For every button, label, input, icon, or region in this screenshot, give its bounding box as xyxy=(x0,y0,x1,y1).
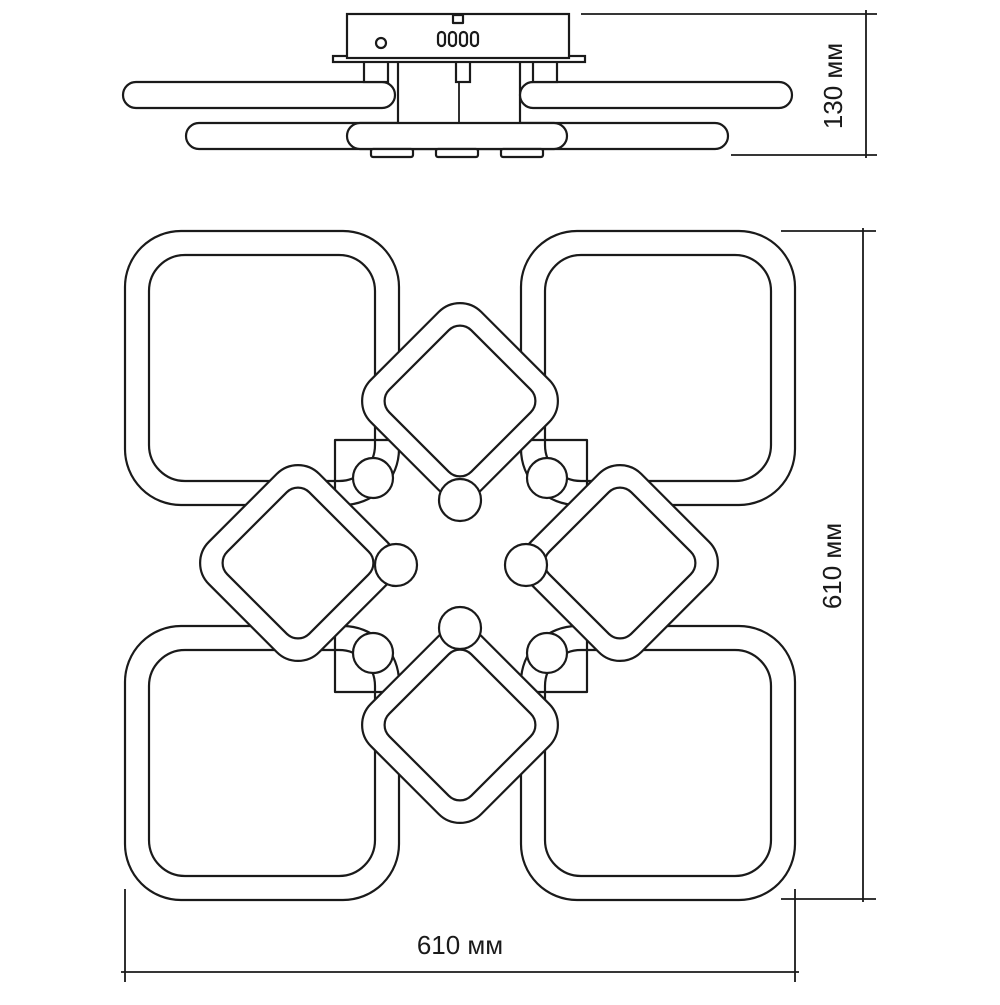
bulb-corner-bl xyxy=(351,631,395,675)
bulb-right xyxy=(503,542,549,588)
terminal-icon xyxy=(469,30,480,48)
diamond-frame-right xyxy=(521,464,719,662)
switch-icon xyxy=(451,13,465,25)
bulb-bottom xyxy=(499,147,545,159)
bulb-top xyxy=(437,477,483,523)
bulb-corner-br xyxy=(525,631,569,675)
upper-arm-right xyxy=(518,80,794,110)
diamond-frame-left xyxy=(199,464,397,662)
diamond-frame-top xyxy=(361,302,559,500)
side-view: 130 мм xyxy=(121,10,877,159)
bulb-bottom xyxy=(369,147,415,159)
top-view: 610 мм 610 мм xyxy=(121,228,876,982)
screw-icon xyxy=(374,36,388,50)
width-label: 610 мм xyxy=(417,930,503,960)
post-connector xyxy=(362,58,390,84)
bulb-left xyxy=(373,542,419,588)
bulb-bottom-center xyxy=(437,605,483,651)
post-connector xyxy=(454,58,472,84)
terminal-icon xyxy=(436,30,447,48)
bulb-bottom xyxy=(434,147,480,159)
height-label: 130 мм xyxy=(818,43,848,129)
bulb-corner-tl xyxy=(351,456,395,500)
terminal-icon xyxy=(458,30,469,48)
post-connector xyxy=(531,58,559,84)
upper-arm-left xyxy=(121,80,397,110)
middle-arm-bar xyxy=(345,121,569,151)
diamond-frame-bottom xyxy=(361,626,559,824)
terminal-icon xyxy=(447,30,458,48)
ceiling-mount-box xyxy=(345,12,571,60)
bulb-corner-tr xyxy=(525,456,569,500)
depth-label: 610 мм xyxy=(817,523,847,609)
